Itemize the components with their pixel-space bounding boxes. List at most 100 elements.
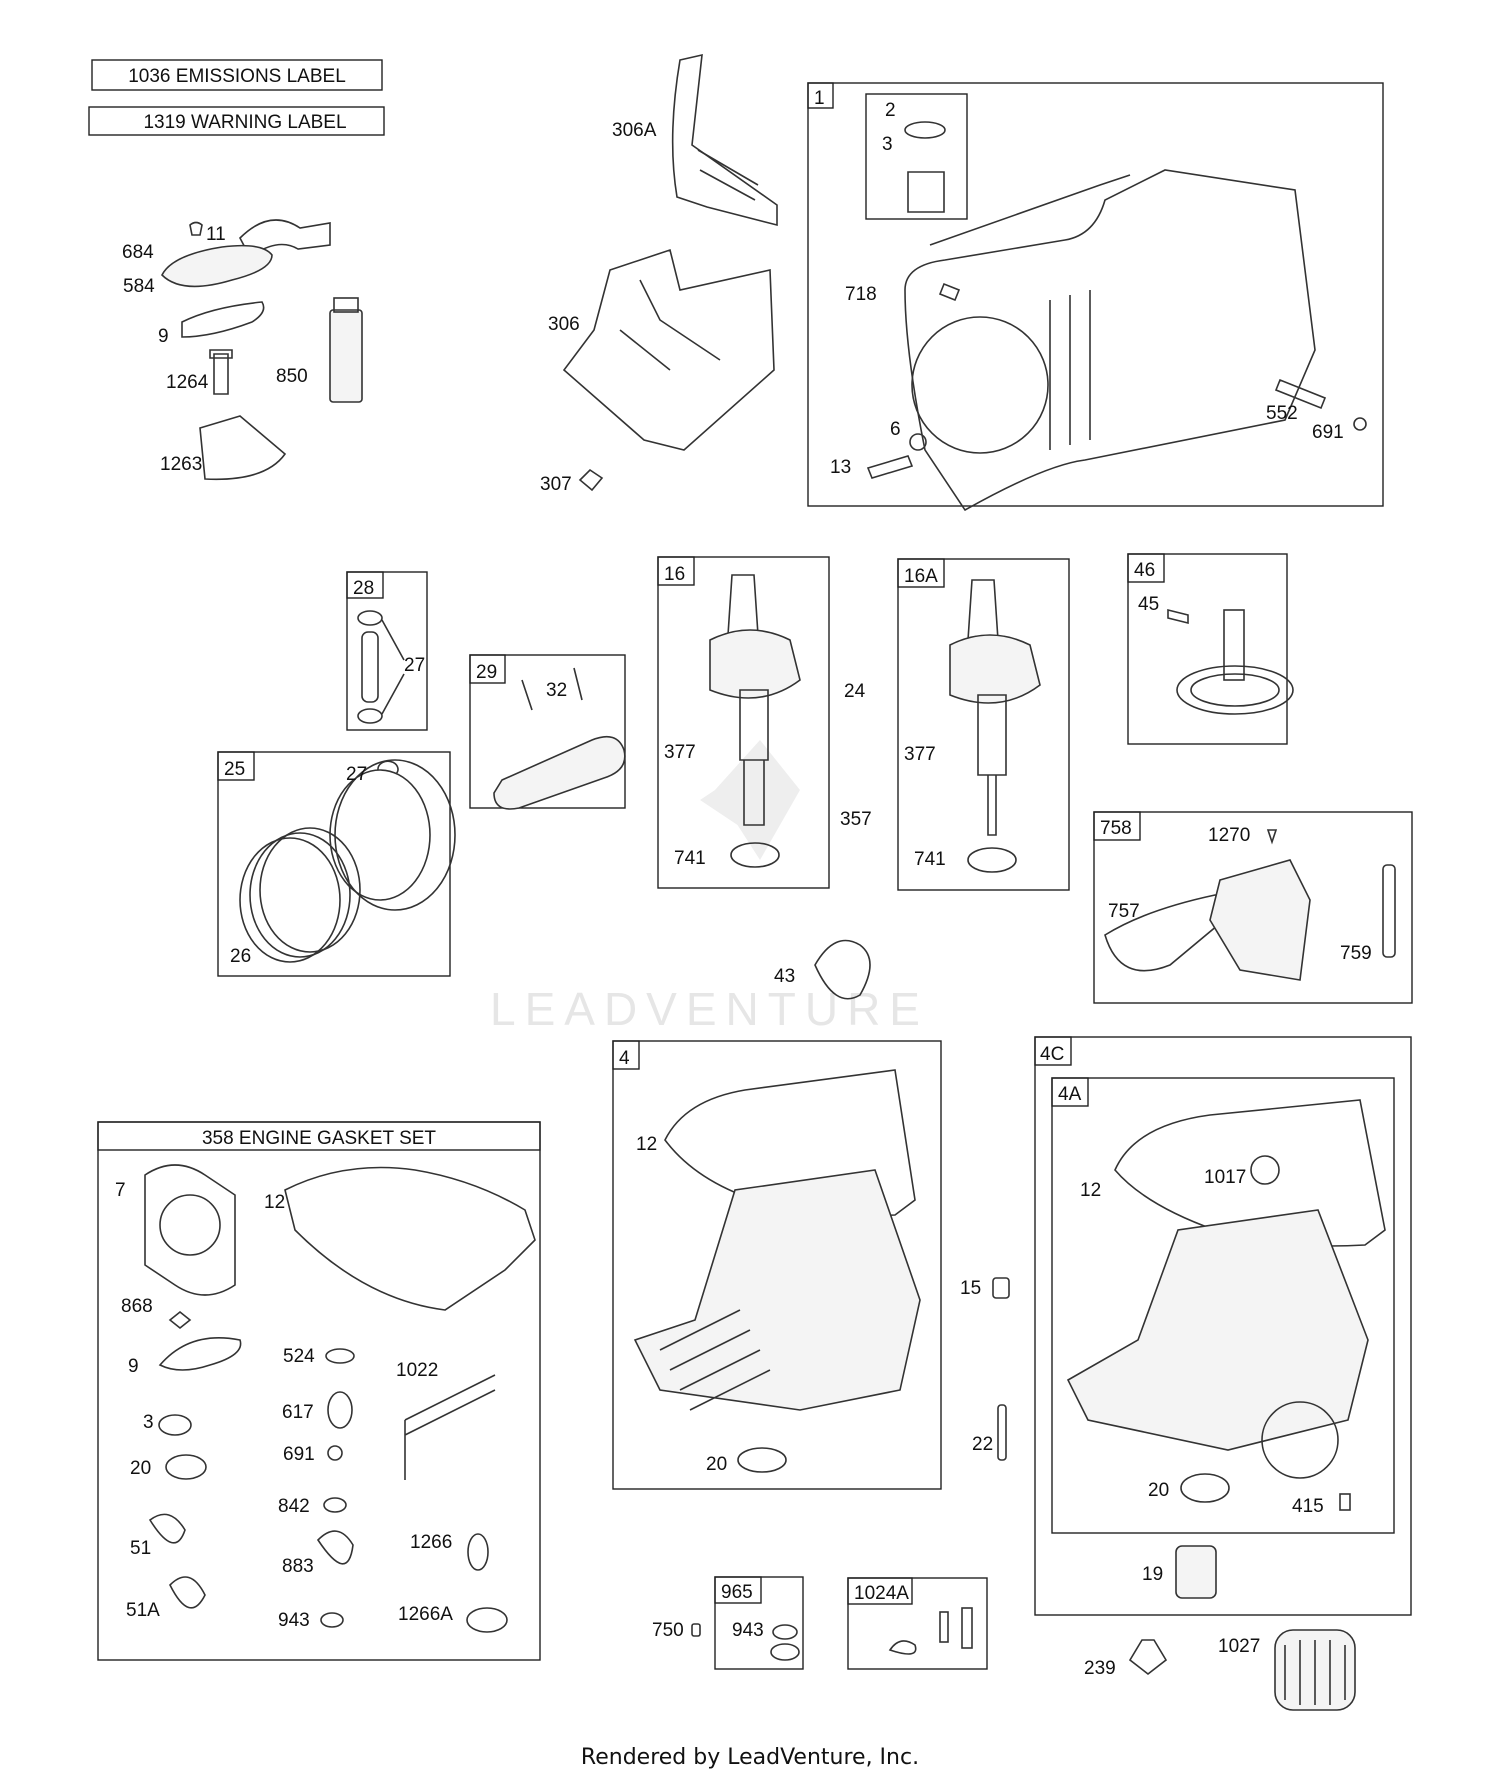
callout-45[interactable]: 45 bbox=[1138, 594, 1159, 615]
governor-part bbox=[814, 939, 871, 1000]
callout-750[interactable]: 750 bbox=[652, 1620, 684, 1641]
shroud-parts bbox=[562, 53, 778, 492]
callout-6[interactable]: 6 bbox=[890, 419, 901, 440]
callout-g691[interactable]: 691 bbox=[283, 1444, 315, 1465]
callout-307[interactable]: 307 bbox=[540, 474, 572, 495]
callout-3[interactable]: 3 bbox=[882, 134, 893, 155]
callout-g9[interactable]: 9 bbox=[128, 1356, 139, 1377]
callout-239[interactable]: 239 bbox=[1084, 1658, 1116, 1679]
group-16a-box[interactable]: 16A bbox=[897, 558, 1070, 891]
group-46-box[interactable]: 46 bbox=[1127, 553, 1294, 745]
group-4a-label: 4A bbox=[1058, 1084, 1082, 1105]
warning-label-text: 1319 WARNING LABEL bbox=[143, 112, 346, 133]
callout-26[interactable]: 26 bbox=[230, 946, 251, 967]
gasket-set-box[interactable]: 358 ENGINE GASKET SET bbox=[97, 1121, 541, 1661]
callout-g524[interactable]: 524 bbox=[283, 1346, 315, 1367]
callout-757[interactable]: 757 bbox=[1108, 901, 1140, 922]
callout-1270[interactable]: 1270 bbox=[1208, 825, 1250, 846]
group-965-box[interactable]: 965 bbox=[714, 1576, 804, 1670]
callout-20a[interactable]: 20 bbox=[706, 1454, 727, 1475]
callout-13[interactable]: 13 bbox=[830, 457, 851, 478]
callout-22[interactable]: 22 bbox=[972, 1434, 993, 1455]
callout-27a[interactable]: 27 bbox=[404, 655, 425, 676]
callout-584[interactable]: 584 bbox=[123, 276, 155, 297]
callout-24[interactable]: 24 bbox=[844, 681, 866, 702]
group-758-label: 758 bbox=[1100, 818, 1132, 839]
callout-12a[interactable]: 12 bbox=[636, 1134, 657, 1155]
callout-1027[interactable]: 1027 bbox=[1218, 1636, 1260, 1657]
callout-g842[interactable]: 842 bbox=[278, 1496, 310, 1517]
footer-credit: Rendered by LeadVenture, Inc. bbox=[581, 1745, 919, 1770]
gasket-set-title: 358 ENGINE GASKET SET bbox=[202, 1128, 436, 1149]
group-4c-label: 4C bbox=[1040, 1044, 1064, 1065]
callout-12b[interactable]: 12 bbox=[1080, 1180, 1101, 1201]
callout-g3[interactable]: 3 bbox=[143, 1412, 154, 1433]
callout-19[interactable]: 19 bbox=[1142, 1564, 1163, 1585]
group-4-box[interactable]: 4 bbox=[612, 1040, 942, 1490]
callout-415[interactable]: 415 bbox=[1292, 1496, 1324, 1517]
group-4c-box[interactable]: 4C 4A bbox=[1034, 1036, 1412, 1616]
emissions-label-box[interactable]: 1036 EMISSIONS LABEL bbox=[91, 59, 383, 91]
group-16-label: 16 bbox=[664, 564, 685, 585]
callout-759[interactable]: 759 bbox=[1340, 943, 1372, 964]
callout-11[interactable]: 11 bbox=[206, 224, 226, 245]
callout-691[interactable]: 691 bbox=[1312, 422, 1344, 443]
group-16-box[interactable]: 16 bbox=[657, 556, 830, 889]
group-758-box[interactable]: 758 bbox=[1093, 811, 1413, 1004]
callout-g883[interactable]: 883 bbox=[282, 1556, 314, 1577]
callout-2[interactable]: 2 bbox=[885, 100, 896, 121]
watermark-text: LEADVENTURE bbox=[490, 983, 929, 1035]
group-28-box[interactable]: 28 bbox=[346, 571, 428, 731]
callout-850[interactable]: 850 bbox=[276, 366, 308, 387]
callout-306[interactable]: 306 bbox=[548, 314, 580, 335]
callout-g617[interactable]: 617 bbox=[282, 1402, 314, 1423]
group-1024a-label: 1024A bbox=[854, 1583, 909, 1604]
callout-718[interactable]: 718 bbox=[845, 284, 877, 305]
callout-g12[interactable]: 12 bbox=[264, 1192, 285, 1213]
callout-357[interactable]: 357 bbox=[840, 809, 872, 830]
part-750 bbox=[691, 1623, 701, 1637]
callout-1263[interactable]: 1263 bbox=[160, 454, 202, 475]
breather-parts bbox=[161, 219, 363, 481]
group-25-label: 25 bbox=[224, 759, 245, 780]
callout-g943[interactable]: 943 bbox=[278, 1610, 310, 1631]
callout-1017[interactable]: 1017 bbox=[1204, 1167, 1246, 1188]
oil-filter-parts bbox=[1128, 1629, 1356, 1711]
callout-1264[interactable]: 1264 bbox=[166, 372, 209, 393]
callout-g51a[interactable]: 51A bbox=[126, 1600, 160, 1621]
callout-943a[interactable]: 943 bbox=[732, 1620, 764, 1641]
group-1024a-box[interactable]: 1024A bbox=[847, 1577, 988, 1670]
callout-15[interactable]: 15 bbox=[960, 1278, 981, 1299]
callout-741b[interactable]: 741 bbox=[914, 849, 946, 870]
callout-306a[interactable]: 306A bbox=[612, 120, 657, 141]
callout-32[interactable]: 32 bbox=[546, 680, 567, 701]
callout-741a[interactable]: 741 bbox=[674, 848, 706, 869]
group-16a-label: 16A bbox=[904, 566, 938, 587]
callout-g1266a[interactable]: 1266A bbox=[398, 1604, 453, 1625]
callout-43[interactable]: 43 bbox=[774, 966, 795, 987]
emissions-label-text: 1036 EMISSIONS LABEL bbox=[128, 66, 346, 87]
callout-g51[interactable]: 51 bbox=[130, 1538, 151, 1559]
group-1-box[interactable]: 1 bbox=[807, 82, 1384, 512]
callout-g1022[interactable]: 1022 bbox=[396, 1360, 438, 1381]
callout-684[interactable]: 684 bbox=[122, 242, 154, 263]
callout-g7[interactable]: 7 bbox=[115, 1180, 126, 1201]
callout-552[interactable]: 552 bbox=[1266, 403, 1298, 424]
callout-g20[interactable]: 20 bbox=[130, 1458, 151, 1479]
callout-g868[interactable]: 868 bbox=[121, 1296, 153, 1317]
callout-9[interactable]: 9 bbox=[158, 326, 169, 347]
callout-27b[interactable]: 27 bbox=[346, 764, 367, 785]
group-29-box[interactable]: 29 bbox=[469, 654, 626, 810]
callout-377a[interactable]: 377 bbox=[664, 742, 696, 763]
group-1-label: 1 bbox=[814, 88, 825, 109]
side-parts bbox=[992, 1277, 1010, 1461]
warning-label-box[interactable]: 1319 WARNING LABEL bbox=[88, 106, 385, 136]
group-4-label: 4 bbox=[619, 1048, 630, 1069]
callout-g1266[interactable]: 1266 bbox=[410, 1532, 452, 1553]
group-25-box[interactable]: 25 bbox=[217, 751, 456, 977]
callout-20b[interactable]: 20 bbox=[1148, 1480, 1169, 1501]
group-965-label: 965 bbox=[721, 1582, 753, 1603]
callout-377b[interactable]: 377 bbox=[904, 744, 936, 765]
group-4a-box[interactable]: 4A bbox=[1051, 1077, 1395, 1534]
